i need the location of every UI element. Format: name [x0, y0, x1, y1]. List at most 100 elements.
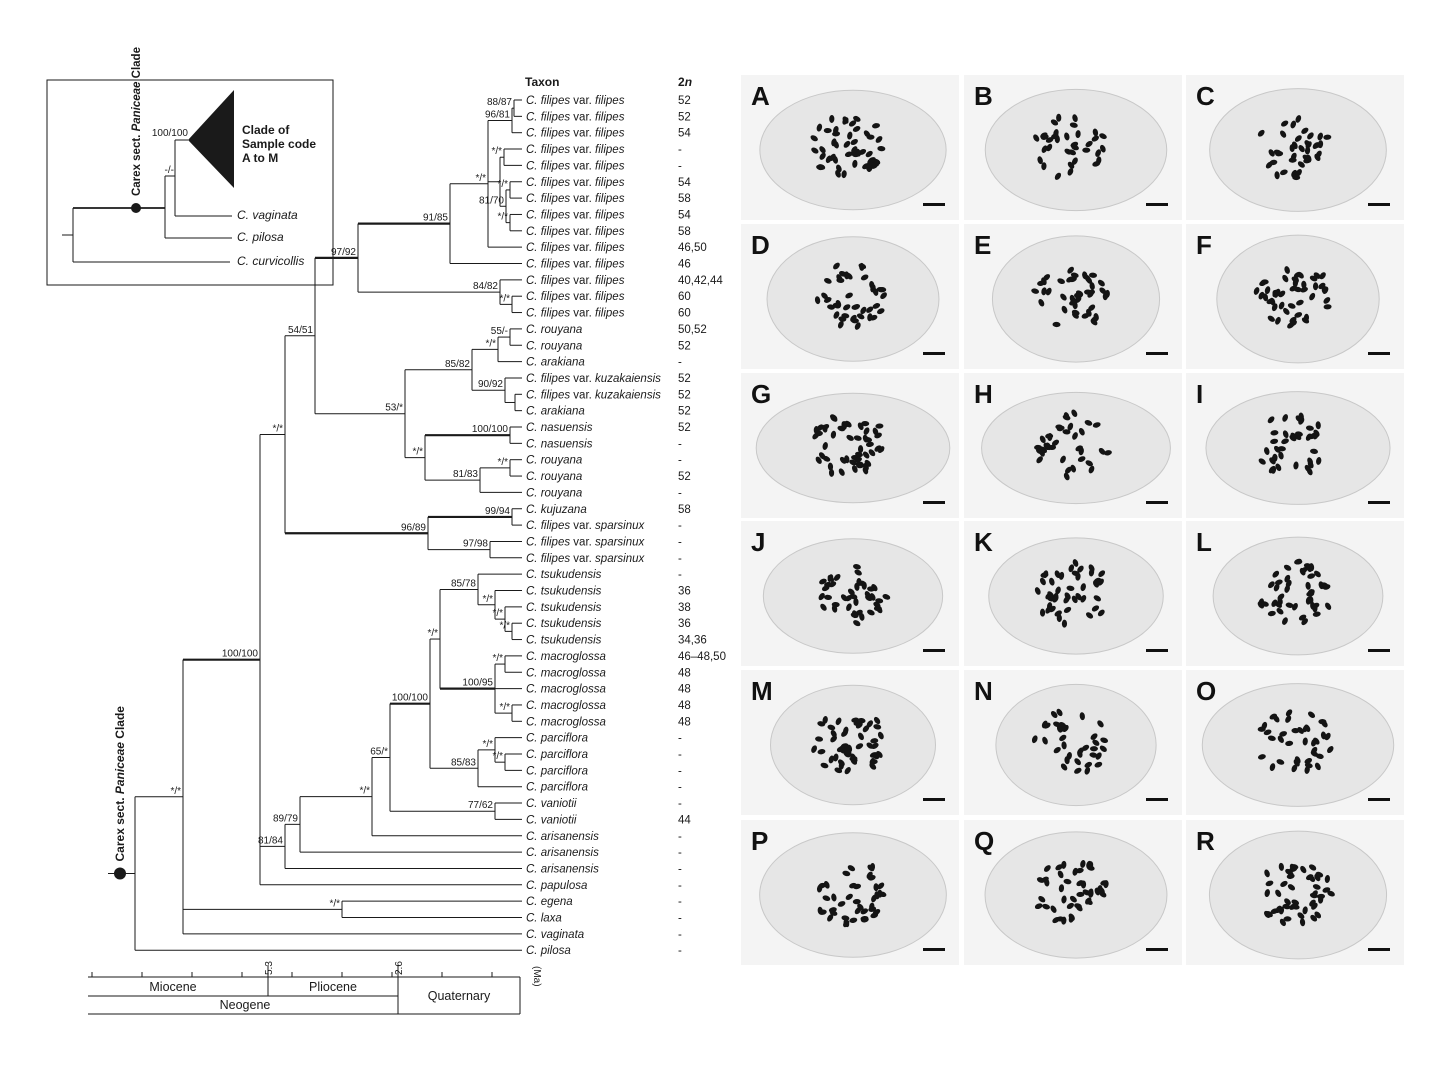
chromosome [1072, 432, 1078, 440]
chromosome [1294, 135, 1302, 142]
chromosome [856, 577, 862, 586]
micrograph-panel: A [741, 75, 959, 220]
chromosome [1049, 577, 1055, 586]
chromosome-number: 54 [678, 128, 691, 140]
taxon-label: C. vaginata [526, 929, 584, 941]
chromosome [1302, 154, 1310, 161]
support-value: 85/83 [451, 757, 476, 768]
chromosome [1080, 594, 1087, 603]
chromosome [1301, 127, 1309, 134]
chromosome [1039, 577, 1046, 586]
cell-image [769, 684, 937, 806]
chromosome [1099, 133, 1107, 140]
chromosome [865, 150, 873, 158]
chromosome [1040, 572, 1049, 578]
panel-label: J [751, 527, 766, 557]
chromosome [816, 884, 823, 893]
chromosome [823, 127, 832, 134]
chromosome [1285, 740, 1294, 747]
panel-label: R [1196, 826, 1215, 856]
taxon-label: C. kujuzana [526, 504, 587, 516]
panel-label: F [1196, 230, 1212, 260]
chromosome [1084, 420, 1093, 426]
chromosome [843, 140, 851, 148]
chromosome [1099, 891, 1107, 898]
chromosome [867, 875, 876, 881]
chromosome [1077, 565, 1084, 573]
chromosome-number: - [678, 520, 682, 532]
chromosome [1069, 294, 1076, 303]
taxon-label: C. rouyana [526, 487, 582, 499]
chromosome-number: 46–48,50 [678, 651, 726, 663]
chromosome [1253, 287, 1260, 295]
scale-bar [1146, 948, 1168, 951]
epoch-label: Pliocene [309, 980, 357, 994]
taxon-label: C. egena [526, 896, 573, 908]
chromosome [1088, 304, 1096, 312]
chromosome [838, 759, 845, 767]
panel-label: P [751, 826, 769, 856]
chromosome [829, 910, 838, 916]
chromosome [1312, 431, 1319, 440]
chromosome [849, 882, 857, 889]
chromosome-number: - [678, 438, 682, 450]
chromosome-number: 52 [678, 471, 691, 483]
chromosome [1278, 862, 1284, 871]
chromosome [823, 594, 832, 601]
chromosome [866, 134, 875, 140]
chromosome [833, 573, 841, 581]
chromosome [854, 322, 861, 330]
taxon-label: C. filipes var. filipes [526, 259, 625, 271]
support-value: 88/87 [487, 97, 512, 108]
chromosome [1267, 416, 1275, 424]
chromosome [853, 597, 859, 606]
cell-image [755, 392, 951, 504]
taxon-label: C. macroglossa [526, 684, 606, 696]
chromosome [1298, 145, 1305, 153]
chromosome [845, 893, 853, 900]
chromosome [1264, 910, 1271, 918]
chromosome [1305, 425, 1314, 431]
chromosome [1067, 167, 1074, 176]
chromosome [1080, 583, 1086, 592]
chromosome [1290, 120, 1297, 129]
chromosome [853, 435, 862, 441]
epoch-label: Quaternary [428, 989, 491, 1003]
chromosome-number: 48 [678, 684, 691, 696]
support-value: 91/85 [423, 213, 448, 224]
chromosome-number: 52 [678, 95, 691, 107]
micrograph-panel: P [741, 820, 959, 965]
panel-label: B [974, 81, 993, 111]
support-value: */* [499, 620, 510, 631]
support-value: */* [497, 457, 508, 468]
chromosome [882, 594, 891, 600]
tree-branches [108, 99, 522, 951]
chromosome [1287, 884, 1296, 891]
taxon-label: C. parciflora [526, 749, 588, 761]
chromosome [1088, 465, 1095, 474]
chromosome [1280, 169, 1288, 176]
taxon-label: C. tsukudensis [526, 586, 602, 598]
chromosome [870, 738, 879, 744]
micrograph-panel: L [1186, 521, 1404, 666]
support-value: */* [475, 173, 486, 184]
chromosome [841, 170, 847, 179]
chromosome [873, 724, 882, 730]
support-value: */* [359, 786, 370, 797]
inset-support: 100/100 [152, 128, 189, 139]
chromosome [827, 574, 834, 582]
chromosome [818, 909, 827, 915]
chromosome [1055, 864, 1063, 871]
chromosome [1296, 299, 1304, 306]
cell-image [1216, 234, 1380, 364]
clade-node-dot [114, 867, 126, 880]
chromosome [846, 603, 852, 612]
panel-label: K [974, 527, 993, 557]
chromosome [869, 863, 876, 871]
chromosome-number: - [678, 357, 682, 369]
chromosome [843, 304, 851, 311]
support-value: */* [492, 608, 503, 619]
chromosome [1104, 450, 1112, 456]
